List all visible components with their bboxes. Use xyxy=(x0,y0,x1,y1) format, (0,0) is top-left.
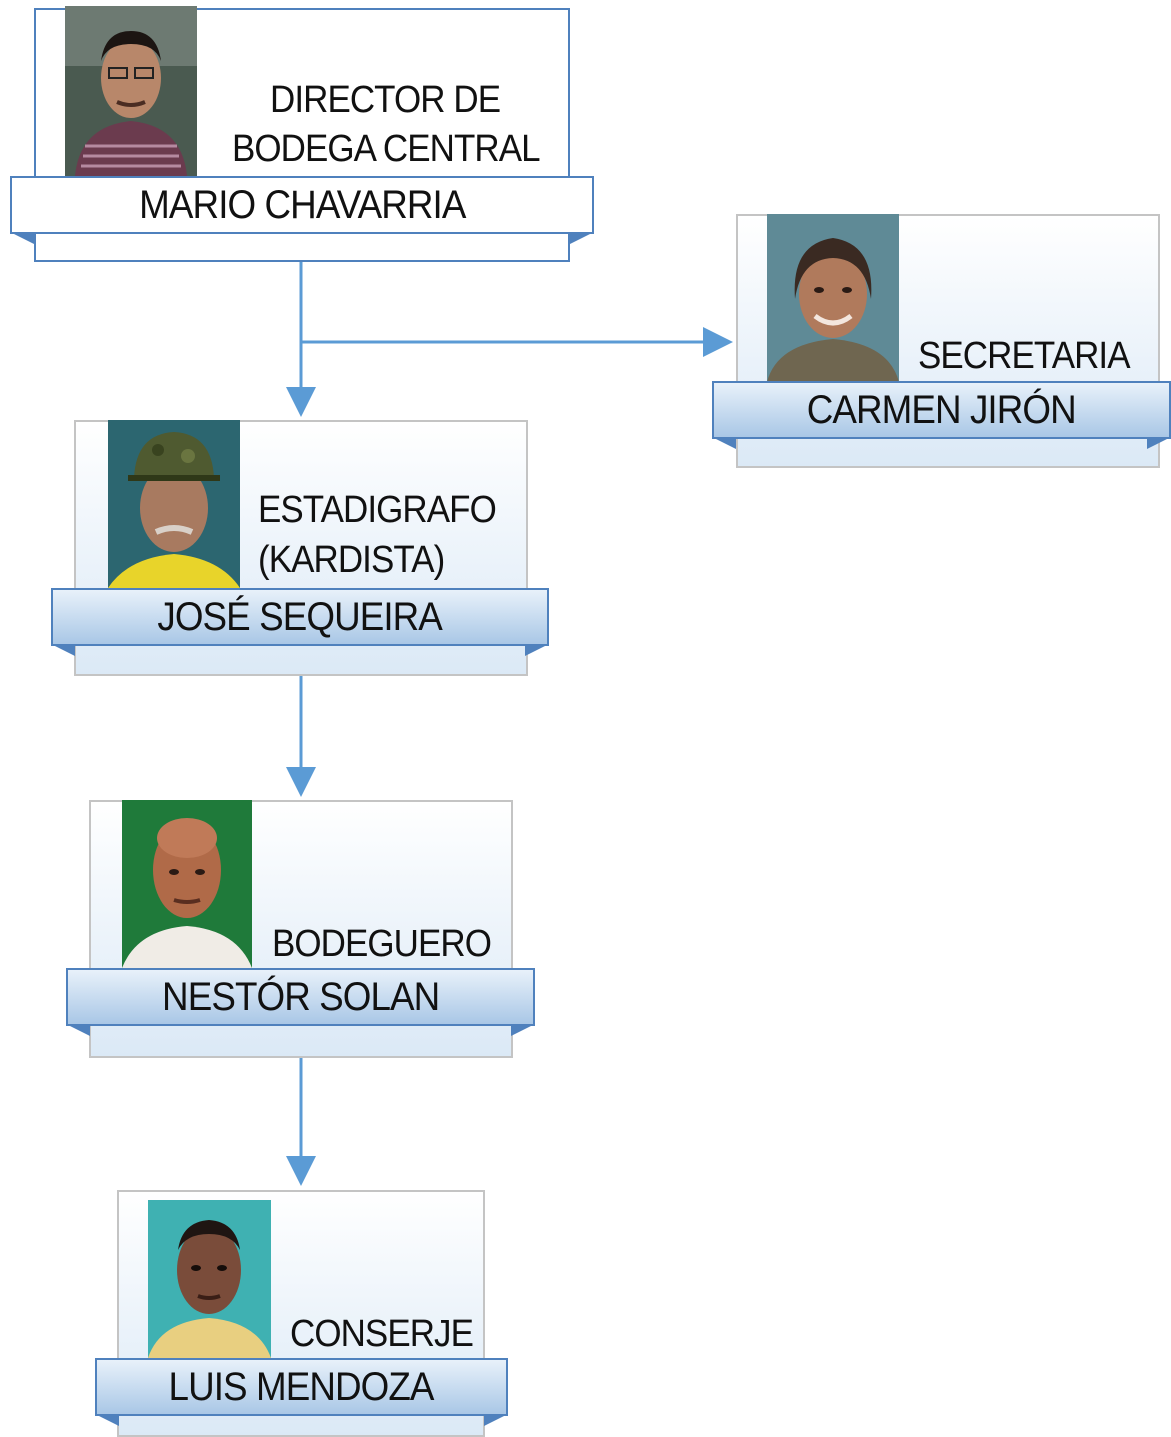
statistician-name: JOSÉ SEQUEIRA xyxy=(157,594,443,639)
secretary-name: CARMEN JIRÓN xyxy=(806,387,1077,432)
warehouse-name: NESTÓR SOLAN xyxy=(161,974,440,1019)
secretary-name-bar: CARMEN JIRÓN xyxy=(712,381,1171,439)
director-name-bar: MARIO CHAVARRIA xyxy=(10,176,594,234)
secretary-role: SECRETARIA xyxy=(918,335,1131,377)
director-fold-left xyxy=(10,232,34,244)
statistician-role-line2: (KARDISTA) xyxy=(258,539,445,581)
secretary-fold-right xyxy=(1147,437,1171,449)
warehouse-fold-right xyxy=(511,1024,535,1036)
statistician-fold-right xyxy=(525,644,549,656)
warehouse-fold-left xyxy=(66,1024,90,1036)
warehouse-photo xyxy=(122,800,252,968)
director-role-line1: DIRECTOR DE xyxy=(270,79,501,121)
warehouse-name-bar: NESTÓR SOLAN xyxy=(66,968,535,1026)
janitor-role: CONSERJE xyxy=(290,1313,474,1355)
janitor-photo xyxy=(148,1200,271,1358)
director-fold-right xyxy=(570,232,594,244)
secretary-fold-left xyxy=(712,437,736,449)
janitor-name-bar: LUIS MENDOZA xyxy=(95,1358,508,1416)
statistician-name-bar: JOSÉ SEQUEIRA xyxy=(51,588,549,646)
secretary-photo xyxy=(767,214,899,382)
statistician-fold-left xyxy=(51,644,75,656)
warehouse-role: BODEGUERO xyxy=(272,923,492,965)
statistician-photo xyxy=(108,420,240,588)
director-photo xyxy=(65,6,197,176)
statistician-role-line1: ESTADIGRAFO xyxy=(258,489,497,531)
janitor-fold-left xyxy=(95,1414,119,1426)
director-role-line2: BODEGA CENTRAL xyxy=(232,128,541,170)
janitor-name: LUIS MENDOZA xyxy=(168,1364,435,1409)
director-name: MARIO CHAVARRIA xyxy=(138,182,466,227)
janitor-fold-right xyxy=(484,1414,508,1426)
